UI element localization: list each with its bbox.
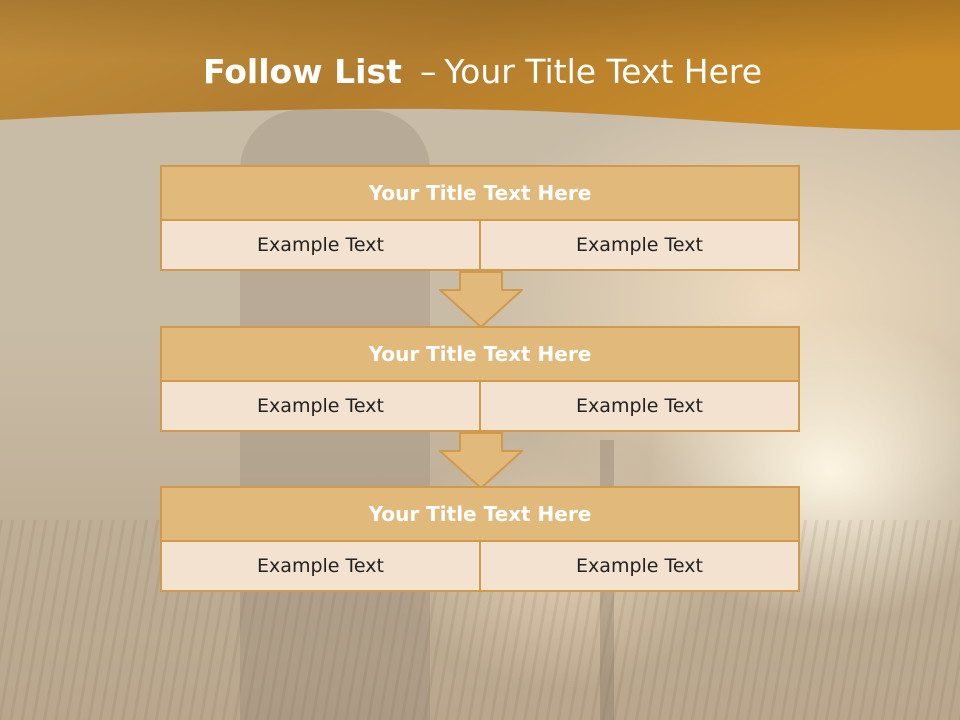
slide-title: Follow List–Your Title Text Here [0, 52, 960, 91]
block-title: Your Title Text Here [160, 326, 800, 382]
block-title: Your Title Text Here [160, 165, 800, 221]
title-subtitle: Your Title Text Here [444, 52, 763, 91]
list-block-2: Your Title Text Here Example Text Exampl… [160, 326, 800, 432]
block-row: Example Text Example Text [160, 221, 800, 271]
block-title: Your Title Text Here [160, 486, 800, 542]
block-row: Example Text Example Text [160, 542, 800, 592]
title-main: Follow List [203, 52, 402, 91]
down-arrow-icon [439, 432, 523, 489]
list-block-3: Your Title Text Here Example Text Exampl… [160, 486, 800, 592]
block-cell-left: Example Text [160, 221, 481, 271]
down-arrow-icon [439, 271, 523, 328]
header-band [0, 0, 960, 131]
list-block-1: Your Title Text Here Example Text Exampl… [160, 165, 800, 271]
block-row: Example Text Example Text [160, 382, 800, 432]
block-cell-right: Example Text [481, 382, 800, 432]
block-cell-right: Example Text [481, 221, 800, 271]
block-cell-right: Example Text [481, 542, 800, 592]
block-cell-left: Example Text [160, 382, 481, 432]
title-separator: – [419, 52, 437, 91]
block-cell-left: Example Text [160, 542, 481, 592]
